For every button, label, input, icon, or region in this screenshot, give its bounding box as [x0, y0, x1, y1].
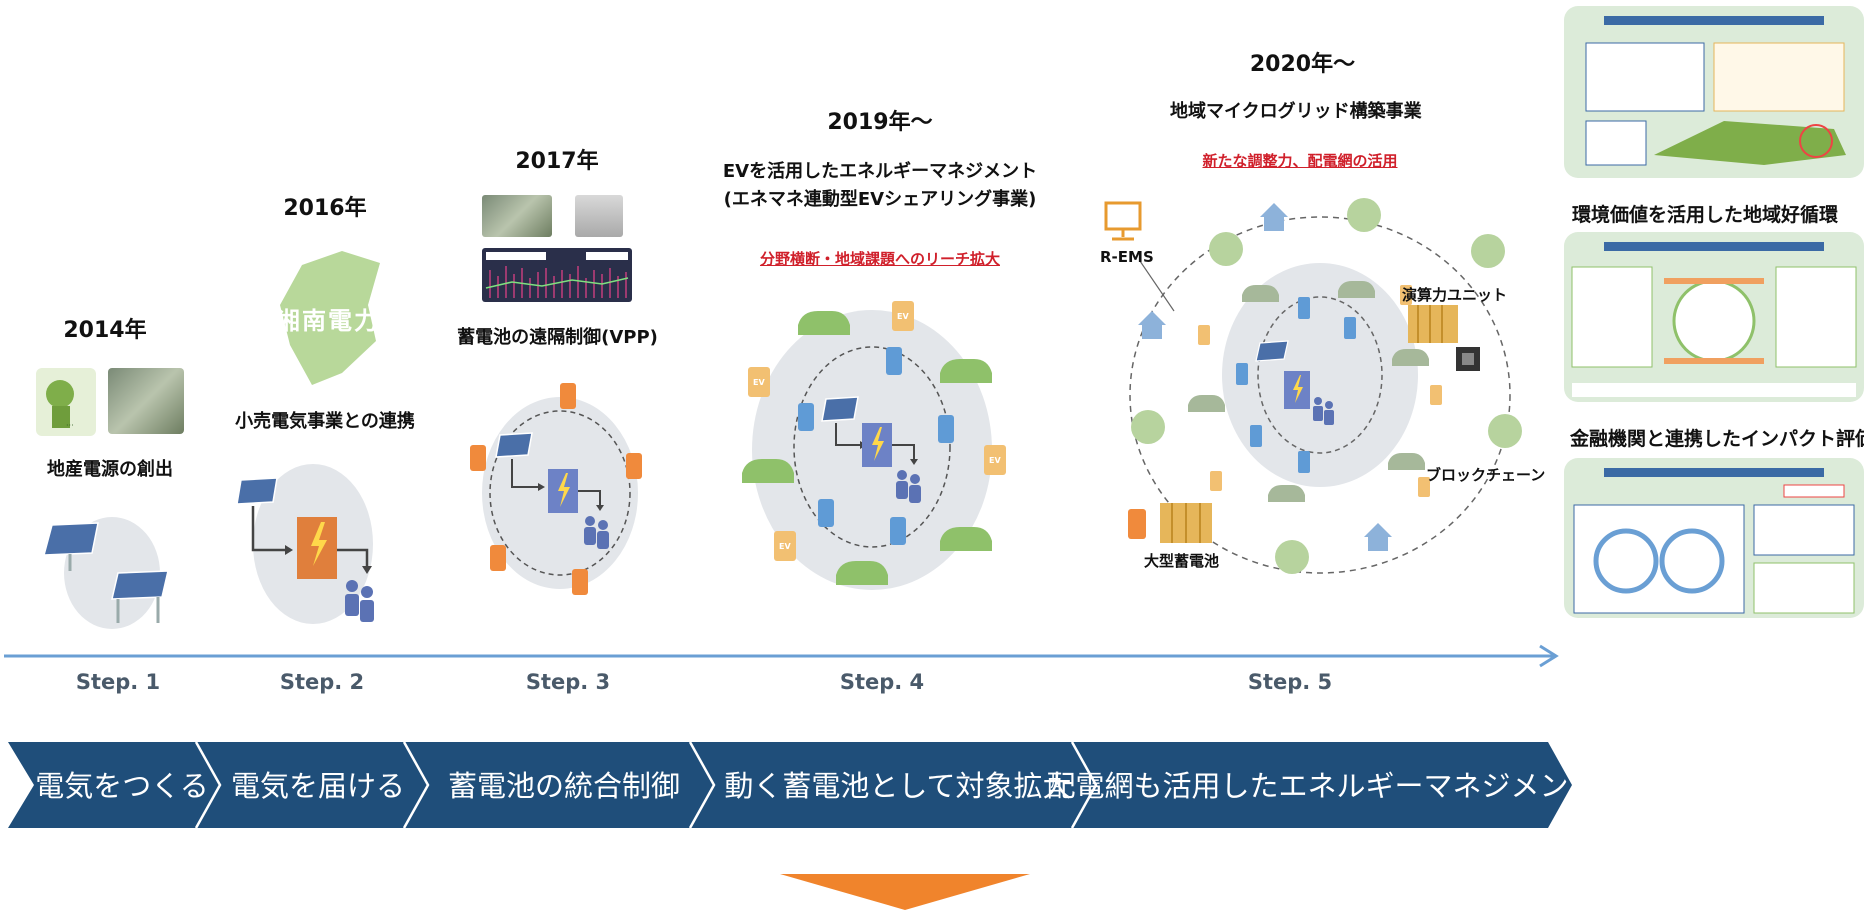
blockchain-label: ブロックチェーン — [1426, 466, 1546, 484]
timeline-arrow — [4, 644, 1559, 668]
phase-2-text: 電気を届ける — [231, 769, 405, 803]
building-icon — [1284, 371, 1310, 409]
step4-title-line2: (エネマネ連動型EVシェアリング事業) — [723, 189, 1037, 210]
step1-illustration — [43, 517, 169, 629]
chip-icon — [1456, 347, 1480, 371]
ev-charger-label: EV — [989, 456, 1001, 465]
phase-1-text: 電気をつくる — [35, 769, 208, 803]
regional-cycle-title: 環境価値を活用した地域好循環 — [1572, 204, 1839, 226]
solar-panel-icon — [821, 396, 859, 422]
down-arrow — [780, 874, 1030, 910]
step4-title-line1: EVを活用したエネルギーマネジメント — [722, 161, 1038, 182]
step4-year: 2019年～ — [827, 110, 933, 135]
step3-label: Step. 3 — [525, 670, 611, 694]
blockchain-node-icon — [1131, 198, 1522, 574]
building-icon — [297, 517, 337, 579]
vpp-chart-thumbnail — [482, 248, 632, 302]
compute-unit-label: 演算力ユニット — [1402, 286, 1508, 304]
step1-title: 地産電源の創出 — [47, 459, 173, 480]
step2-title: 小売電気事業との連携 — [235, 411, 415, 432]
battery-icon — [1236, 297, 1356, 473]
phase-banner: 電気をつくる 電気を届ける 蓄電池の統合制御 動く蓄電池として対象拡大 配電網も… — [8, 741, 1580, 829]
shonan-map-logo: 湘南電力 — [272, 245, 392, 390]
large-battery-label: 大型蓄電池 — [1144, 552, 1220, 570]
solar-panel-icon — [495, 432, 533, 458]
step1-year: 2014年 — [63, 318, 147, 343]
ev-charger-label: EV — [779, 542, 791, 551]
compute-unit-icon — [1408, 305, 1458, 343]
battery-icon — [470, 383, 642, 595]
regional-cycle-card — [1564, 232, 1864, 402]
battery-unit-photo — [575, 195, 623, 237]
ev-charger-label: EV — [897, 312, 909, 321]
step5-label: Step. 5 — [1247, 670, 1333, 694]
building-icon — [548, 469, 578, 513]
ev-car-icon — [1188, 281, 1429, 502]
step2-label: Step. 2 — [279, 670, 365, 694]
solar-panel-icon — [1255, 340, 1289, 362]
step5-title: 地域マイクログリッド構築事業 — [1170, 101, 1422, 122]
step3-illustration — [470, 383, 642, 595]
solar-panel-icon — [236, 477, 278, 505]
step5-year: 2020年～ — [1249, 52, 1356, 77]
svg-text:···: ··· — [66, 421, 74, 430]
rems-label: R-EMS — [1100, 248, 1154, 266]
ev-charger-icon — [748, 301, 1006, 561]
rooftop-solar-photo — [482, 195, 552, 237]
battery-icon — [798, 347, 954, 545]
step4-label: Step. 4 — [839, 670, 925, 694]
shonan-logo-text: 湘南電力 — [276, 307, 380, 335]
step2-year: 2016年 — [283, 196, 367, 221]
people-icon — [1313, 397, 1334, 425]
step3-title: 蓄電池の遠隔制御(VPP) — [457, 327, 658, 348]
solar-field-photo — [108, 368, 184, 434]
step5-highlight: 新たな調整力、配電網の活用 — [1202, 152, 1398, 170]
power-market-card — [1564, 6, 1864, 178]
people-icon — [345, 580, 374, 622]
step3-year: 2017年 — [515, 149, 599, 174]
step4-illustration: EV EV EV EV — [742, 301, 1006, 590]
ev-charger-icon — [1198, 285, 1442, 497]
phase-5-text: 配電網も活用したエネルギーマネジメント — [1046, 769, 1580, 803]
step1-label: Step. 1 — [75, 670, 161, 694]
people-icon — [584, 516, 609, 549]
step5-illustration — [1104, 198, 1522, 574]
rems-monitor-icon — [1104, 201, 1142, 241]
building-icon — [862, 423, 892, 467]
step2-illustration — [236, 464, 374, 624]
step4-highlight: 分野横断・地域課題へのリーチ拡大 — [759, 250, 1000, 268]
phase-3-text: 蓄電池の統合制御 — [448, 769, 680, 803]
impact-evaluation-card — [1564, 458, 1864, 618]
ev-car-icon — [742, 311, 992, 585]
solar-panel-icon — [43, 522, 99, 571]
mascot-image: ··· — [36, 368, 96, 436]
phase-4-text: 動く蓄電池として対象拡大 — [724, 769, 1071, 803]
house-icon — [1138, 203, 1392, 551]
ev-charger-label: EV — [753, 378, 765, 387]
solar-panel-icon — [111, 570, 169, 623]
large-battery-icon — [1128, 503, 1212, 543]
impact-evaluation-title: 金融機関と連携したインパクト評価 — [1570, 428, 1864, 450]
people-icon — [896, 470, 921, 503]
